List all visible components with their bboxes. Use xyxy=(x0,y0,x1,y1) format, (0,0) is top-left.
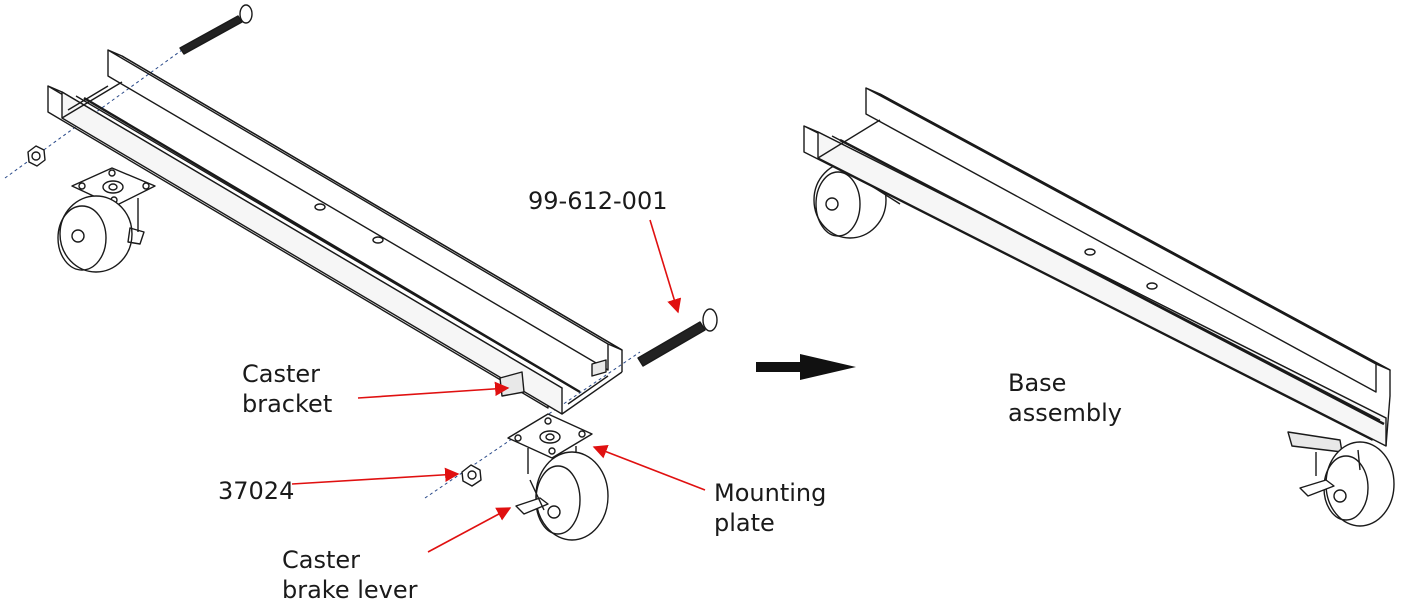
caster-right xyxy=(507,413,609,541)
callout-bolt xyxy=(649,219,682,314)
bolt-right xyxy=(637,308,718,367)
callout-arrows xyxy=(291,219,706,553)
label-mounting-plate-line1: Mounting xyxy=(714,479,827,507)
label-caster-brake-lever: Caster brake lever xyxy=(282,545,418,605)
label-caster-brake-lever-line1: Caster xyxy=(282,546,361,574)
label-caster-brake-lever-line2: brake lever xyxy=(282,576,418,604)
label-base-assembly-line2: assembly xyxy=(1008,399,1122,427)
caster-left xyxy=(57,167,156,273)
nut-right xyxy=(461,464,482,487)
callout-brake-lever xyxy=(427,507,512,553)
base-assembly-view xyxy=(803,87,1395,527)
channel-bracket xyxy=(47,49,623,415)
exploded-view xyxy=(4,4,718,541)
label-caster-bracket-line1: Caster xyxy=(242,360,321,388)
label-caster-bracket: Caster bracket xyxy=(242,359,332,419)
label-base-assembly-line1: Base xyxy=(1008,369,1067,397)
label-mounting-plate-line2: plate xyxy=(714,509,775,537)
bolt-top xyxy=(179,4,253,55)
label-part-number-nut: 37024 xyxy=(218,477,295,505)
callout-caster-bracket xyxy=(357,381,510,399)
label-mounting-plate: Mounting plate xyxy=(714,478,826,538)
callout-nut xyxy=(291,467,460,485)
label-part-number-bolt: 99-612-001 xyxy=(528,187,668,215)
right-arrow-icon xyxy=(756,354,856,380)
label-caster-bracket-line2: bracket xyxy=(242,390,333,418)
label-base-assembly: Base assembly xyxy=(1008,368,1122,428)
callout-mounting-plate xyxy=(592,444,706,491)
nut-left xyxy=(27,145,46,167)
